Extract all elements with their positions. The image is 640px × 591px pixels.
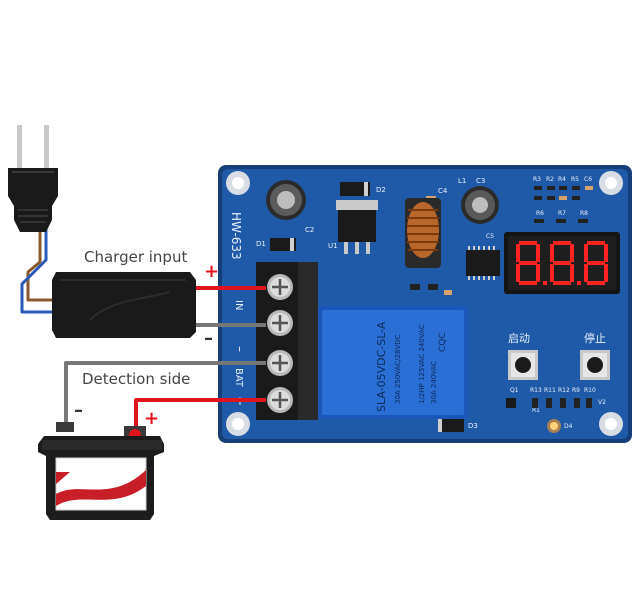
plug-wire-blue xyxy=(20,228,56,314)
r3-label: R3 xyxy=(533,176,541,183)
mounting-hole-top-right xyxy=(599,171,623,195)
display-digit-2 xyxy=(550,241,581,285)
r10-label: R10 xyxy=(584,387,596,394)
charger-plus-sign: + xyxy=(204,261,219,282)
screw-terminal-block xyxy=(256,262,318,420)
d4-label: D4 xyxy=(564,423,573,430)
inductor-l1: L1 xyxy=(405,177,466,268)
battery-plus-sign: + xyxy=(144,408,159,429)
charger-adapter xyxy=(52,272,196,338)
r2-label: R2 xyxy=(546,176,554,183)
in-minus-silk: – xyxy=(233,346,247,352)
display-digit-3 xyxy=(584,241,608,285)
terminal-screw-3[interactable] xyxy=(267,350,293,376)
c6-label: C6 xyxy=(584,176,592,183)
l1-label: L1 xyxy=(458,177,466,185)
terminal-screw-1[interactable] xyxy=(267,274,293,300)
pcb-board: HW-633 C2 D1 D2 U1 xyxy=(218,165,632,443)
wiring xyxy=(20,228,266,432)
c5-label: C5 xyxy=(486,233,494,240)
charger-input-label: Charger input xyxy=(84,248,187,266)
terminal-screw-2[interactable] xyxy=(267,310,293,336)
relay-cert-mark: CQC xyxy=(438,332,448,352)
start-button[interactable]: 启动 xyxy=(508,332,538,380)
q1-label: Q1 xyxy=(510,387,519,394)
battery-negative-wire xyxy=(64,361,266,426)
r5-label: R5 xyxy=(571,176,579,183)
battery xyxy=(38,422,164,520)
board-model-label: HW-633 xyxy=(229,212,243,260)
relay-rating-2: 1/2HP 125VAC 240VAC xyxy=(418,324,426,404)
mounting-hole-bottom-left xyxy=(226,412,250,436)
display-digit-1 xyxy=(516,241,547,285)
r7-label: R7 xyxy=(558,210,566,217)
relay-rating-1: 30A 250VAC/28VDC xyxy=(394,334,402,404)
plug-wire-brown xyxy=(26,228,56,302)
relay-model-label: SLA-05VDC-SL-A xyxy=(375,321,388,412)
r11-label: R11 xyxy=(544,387,556,394)
stop-button-label: 停止 xyxy=(584,331,606,345)
diode-d2: D2 xyxy=(340,182,386,196)
battery-positive-wire xyxy=(134,398,266,432)
mounting-hole-top-left xyxy=(226,171,250,195)
r8-label: R8 xyxy=(580,210,588,217)
charger-minus-sign: – xyxy=(204,328,213,349)
resistor-group-top: R3 R2 R4 R5 C6 R6 R7 R8 xyxy=(533,176,593,223)
capacitor-c3: C3 xyxy=(461,177,499,224)
detection-side-label: Detection side xyxy=(82,370,190,388)
c3-label: C3 xyxy=(476,177,485,185)
regulator-u1: U1 xyxy=(328,200,378,254)
terminal-screw-4[interactable] xyxy=(267,387,293,413)
bat-terminal-label: BAT xyxy=(233,368,244,388)
d1-label: D1 xyxy=(256,240,266,248)
in-terminal-label: IN xyxy=(233,300,244,310)
status-led-d4: D4 xyxy=(547,419,573,433)
start-button-label: 启动 xyxy=(508,332,530,345)
resistor-group-bottom: Q1 R13 R11 R12 R9 R10 R1 V2 xyxy=(506,387,606,414)
relay: SLA-05VDC-SL-A 30A 250VAC/28VDC 1/2HP 12… xyxy=(318,306,468,419)
r13-label: R13 xyxy=(530,387,542,394)
r6-label: R6 xyxy=(536,210,544,217)
c2-label: C2 xyxy=(305,226,314,234)
ac-plug xyxy=(8,125,58,232)
d2-label: D2 xyxy=(376,186,386,194)
d3-label: D3 xyxy=(468,422,478,430)
relay-rating-3: 30A 240VAC xyxy=(430,361,438,404)
battery-minus-sign: – xyxy=(74,400,83,421)
diode-d1: D1 xyxy=(256,238,296,251)
v2-label: V2 xyxy=(598,399,606,406)
mounting-hole-bottom-right xyxy=(599,412,623,436)
stop-button[interactable]: 停止 xyxy=(580,331,610,380)
capacitor-c2: C2 xyxy=(266,180,314,234)
r12-label: R12 xyxy=(558,387,570,394)
u1-label: U1 xyxy=(328,242,338,250)
c4-label: C4 xyxy=(438,187,448,195)
r4-label: R4 xyxy=(558,176,566,183)
diode-d3: D3 xyxy=(438,418,478,432)
r9-label: R9 xyxy=(572,387,580,394)
seven-segment-display xyxy=(504,232,620,294)
microcontroller-ic xyxy=(466,246,500,280)
r1-label: R1 xyxy=(532,407,540,414)
